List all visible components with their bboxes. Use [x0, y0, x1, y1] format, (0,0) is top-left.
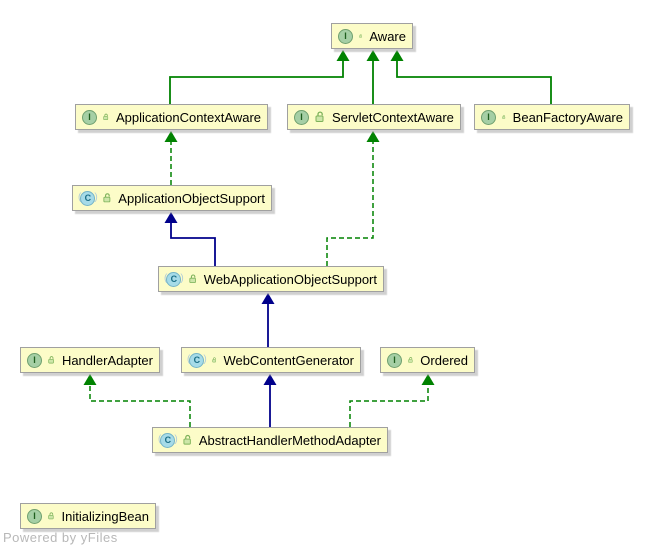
yfiles-watermark: Powered by yFiles — [3, 530, 118, 545]
interface-letter-icon: I — [481, 109, 496, 125]
paren-right: ) — [174, 434, 178, 445]
class-icon: (C) — [78, 190, 98, 206]
class-icon: (C) — [164, 271, 184, 287]
node-application-object-support[interactable]: (C) ApplicationObjectSupport — [72, 185, 272, 211]
interface-letter-icon: I — [387, 352, 402, 368]
interface-letter-icon: I — [294, 109, 309, 125]
class-letter-icon: C — [160, 432, 176, 448]
arrowhead-icon — [261, 293, 275, 304]
lock-icon — [103, 193, 111, 203]
class-letter-icon: C — [166, 271, 182, 287]
node-application-context-aware[interactable]: I ApplicationContextAware — [75, 104, 268, 130]
paren-right: ) — [203, 354, 207, 365]
class-icon: (C) — [187, 352, 207, 368]
arrowhead-icon — [421, 374, 435, 385]
edge-webapplicationobjectsupport-implements-servletcontextaware — [326, 131, 380, 266]
edge-abstracthandlermethodadapter-extends-webcontentgenerator — [263, 374, 277, 427]
paren-left: ( — [187, 355, 190, 365]
lock-icon — [315, 111, 324, 122]
lock-icon — [189, 274, 196, 284]
edge-applicationobjectsupport-implements-applicationcontextaware — [164, 131, 178, 185]
edge-abstracthandlermethodadapter-implements-handleradapter — [83, 374, 191, 427]
edge-applicationcontextaware-extends-aware — [169, 50, 350, 104]
lock-icon — [48, 512, 54, 520]
arrowhead-icon — [164, 131, 178, 142]
node-label: WebContentGenerator — [223, 352, 354, 368]
lock-icon — [183, 434, 191, 445]
node-label: AbstractHandlerMethodAdapter — [198, 432, 381, 448]
arrowhead-icon — [390, 50, 404, 61]
interface-letter-icon: I — [27, 352, 42, 368]
node-label: WebApplicationObjectSupport — [203, 271, 377, 287]
interface-icon: I — [82, 109, 97, 125]
node-web-application-object-support[interactable]: (C) WebApplicationObjectSupport — [158, 266, 384, 292]
edge-servletcontextaware-extends-aware — [366, 50, 380, 104]
lock-icon — [359, 34, 362, 38]
node-label: HandlerAdapter — [61, 352, 153, 368]
interface-icon: I — [387, 352, 402, 368]
class-letter-icon: C — [189, 352, 205, 368]
arrowhead-icon — [263, 374, 277, 385]
edge-webapplicationobjectsupport-extends-applicationobjectsupport — [164, 212, 216, 266]
node-servlet-context-aware[interactable]: I ServletContextAware — [287, 104, 461, 130]
arrowhead-icon — [336, 50, 350, 61]
node-web-content-generator[interactable]: (C) WebContentGenerator — [181, 347, 361, 373]
node-handler-adapter[interactable]: I HandlerAdapter — [20, 347, 160, 373]
paren-right: ) — [180, 273, 184, 284]
edge-beanfactoryaware-extends-aware — [390, 50, 552, 104]
paren-left: ( — [158, 435, 161, 445]
node-aware[interactable]: I Aware — [331, 23, 413, 49]
edge-webcontentgenerator-extends-webapplicationobjectsupport — [261, 293, 275, 347]
arrowhead-icon — [164, 212, 178, 223]
interface-icon: I — [294, 109, 309, 125]
paren-left: ( — [164, 274, 167, 284]
interface-letter-icon: I — [338, 28, 353, 44]
interface-icon: I — [481, 109, 496, 125]
paren-left: ( — [78, 193, 81, 203]
node-abstract-handler-method-adapter[interactable]: (C) AbstractHandlerMethodAdapter — [152, 427, 388, 453]
edge-abstracthandlermethodadapter-implements-ordered — [349, 374, 435, 427]
node-label: Aware — [369, 28, 406, 44]
paren-right: ) — [94, 192, 98, 203]
lock-icon — [502, 114, 506, 119]
node-label: ApplicationObjectSupport — [118, 190, 265, 206]
node-bean-factory-aware[interactable]: I BeanFactoryAware — [474, 104, 630, 130]
arrowhead-icon — [366, 50, 380, 61]
interface-icon: I — [27, 352, 42, 368]
interface-letter-icon: I — [27, 508, 42, 524]
node-label: InitializingBean — [61, 508, 149, 524]
node-label: BeanFactoryAware — [512, 109, 623, 125]
node-initializing-bean[interactable]: I InitializingBean — [20, 503, 156, 529]
class-icon: (C) — [158, 432, 178, 448]
lock-icon — [211, 357, 216, 363]
arrowhead-icon — [83, 374, 97, 385]
lock-icon — [103, 113, 109, 120]
arrowhead-icon — [366, 131, 380, 142]
lock-icon — [48, 356, 54, 364]
node-label: Ordered — [420, 352, 468, 368]
node-label: ServletContextAware — [332, 109, 454, 125]
node-label: ApplicationContextAware — [115, 109, 261, 125]
interface-icon: I — [27, 508, 42, 524]
lock-icon — [408, 357, 413, 363]
node-ordered[interactable]: I Ordered — [380, 347, 475, 373]
interface-letter-icon: I — [82, 109, 97, 125]
class-letter-icon: C — [80, 190, 96, 206]
interface-icon: I — [338, 28, 353, 44]
